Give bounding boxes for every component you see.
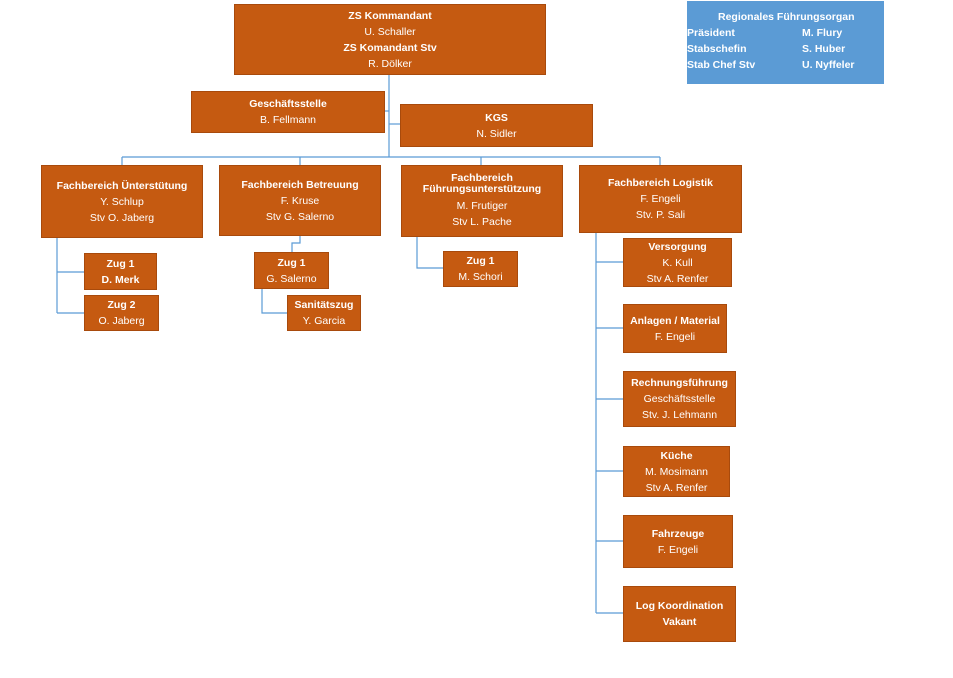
- regional-leadership-title: Regionales Führungsorgan: [718, 11, 855, 23]
- logistics-line-2: Geschäftsstelle: [643, 393, 716, 405]
- person-name: M. Flury: [802, 27, 843, 39]
- logistics-line-3: Stv. J. Lehmann: [641, 409, 718, 421]
- logistics-line-2: K. Kull: [662, 256, 693, 269]
- platoon-leader: O. Jaberg: [98, 315, 145, 327]
- logistics-line-2: M. Mosimann: [644, 465, 708, 478]
- unit-title: Fachbereich Betreuung: [241, 178, 359, 191]
- logistics-title: Küche: [660, 449, 693, 462]
- platoon-leader: G. Salerno: [266, 272, 317, 285]
- platoon-title: Zug 2: [107, 299, 136, 311]
- unit-title: Fachbereich Logistik: [607, 177, 714, 189]
- logistics-coordination-box: Log Koordination Vakant: [623, 586, 736, 642]
- commander-box: ZS Kommandant U. Schaller ZS Komandant S…: [234, 4, 546, 75]
- role-label: Präsident: [687, 27, 735, 39]
- kgs-box: KGS N. Sidler: [400, 104, 593, 147]
- person-name: U. Nyffeler: [802, 59, 855, 71]
- platoon-leader: Y. Garcia: [302, 315, 346, 327]
- person-name: S. Huber: [802, 43, 846, 55]
- unit-head: M. Frutiger: [456, 199, 508, 212]
- unit-care-box: Fachbereich Betreuung F. Kruse Stv G. Sa…: [219, 165, 381, 236]
- kgs-name: N. Sidler: [476, 127, 517, 140]
- logistics-title: Anlagen / Material: [630, 314, 720, 327]
- platoon-title: Sanitätszug: [294, 299, 354, 311]
- logistics-kitchen-box: Küche M. Mosimann Stv A. Renfer: [623, 446, 730, 497]
- platoon-title: Zug 1: [277, 256, 306, 269]
- logistics-title: Log Koordination: [635, 600, 724, 612]
- platoon-leader: M. Schori: [458, 271, 503, 283]
- office-title: Geschäftsstelle: [249, 98, 327, 110]
- command-support-platoon-box: Zug 1 M. Schori: [443, 251, 518, 287]
- logistics-line-3: Stv A. Renfer: [645, 481, 708, 494]
- unit-title: Fachbereich Ünterstütung: [56, 179, 188, 192]
- role-label: Stabschefin: [687, 43, 747, 55]
- commander-name: U. Schaller: [364, 25, 416, 38]
- support-platoon-1-box: Zug 1 D. Merk: [84, 253, 157, 290]
- unit-logistics-box: Fachbereich Logistik F. Engeli Stv. P. S…: [579, 165, 742, 233]
- platoon-leader: D. Merk: [101, 273, 140, 286]
- platoon-title: Zug 1: [106, 257, 135, 270]
- support-platoon-2-box: Zug 2 O. Jaberg: [84, 295, 159, 331]
- logistics-vehicles-box: Fahrzeuge F. Engeli: [623, 515, 733, 568]
- logistics-line-2: F. Engeli: [654, 330, 696, 343]
- platoon-title: Zug 1: [466, 255, 495, 267]
- logistics-facilities-box: Anlagen / Material F. Engeli: [623, 304, 727, 353]
- logistics-title: Versorgung: [648, 240, 707, 253]
- regional-leadership-box: Regionales Führungsorgan Präsident M. Fl…: [687, 1, 884, 84]
- logistics-title: Fahrzeuge: [651, 527, 705, 540]
- unit-deputy: Stv O. Jaberg: [89, 211, 155, 224]
- logistics-line-2: Vakant: [662, 616, 697, 628]
- office-box: Geschäftsstelle B. Fellmann: [191, 91, 385, 133]
- unit-command-support-box: Fachbereich Führungsunterstützung M. Fru…: [401, 165, 563, 237]
- care-platoon-1-box: Zug 1 G. Salerno: [254, 252, 329, 289]
- office-name: B. Fellmann: [259, 114, 317, 126]
- unit-deputy: Stv. P. Sali: [635, 209, 686, 221]
- role-label: Stab Chef Stv: [687, 59, 756, 71]
- commander-title: ZS Kommandant: [348, 9, 432, 22]
- logistics-title: Rechnungsführung: [631, 377, 728, 389]
- unit-head: F. Kruse: [280, 194, 320, 207]
- logistics-accounting-box: Rechnungsführung Geschäftsstelle Stv. J.…: [623, 371, 736, 427]
- deputy-commander-title: ZS Komandant Stv: [343, 41, 437, 54]
- unit-head: F. Engeli: [640, 193, 681, 205]
- logistics-line-2: F. Engeli: [657, 543, 699, 556]
- deputy-commander-name: R. Dölker: [368, 57, 412, 70]
- unit-deputy: Stv L. Pache: [452, 215, 512, 228]
- kgs-title: KGS: [485, 111, 508, 124]
- medical-platoon-box: Sanitätszug Y. Garcia: [287, 295, 361, 331]
- unit-support-box: Fachbereich Ünterstütung Y. Schlup Stv O…: [41, 165, 203, 238]
- unit-deputy: Stv G. Salerno: [265, 210, 335, 223]
- logistics-line-3: Stv A. Renfer: [646, 272, 709, 285]
- unit-title: Fachbereich Führungsunterstützung: [422, 171, 542, 195]
- logistics-supply-box: Versorgung K. Kull Stv A. Renfer: [623, 238, 732, 287]
- unit-head: Y. Schlup: [100, 195, 144, 208]
